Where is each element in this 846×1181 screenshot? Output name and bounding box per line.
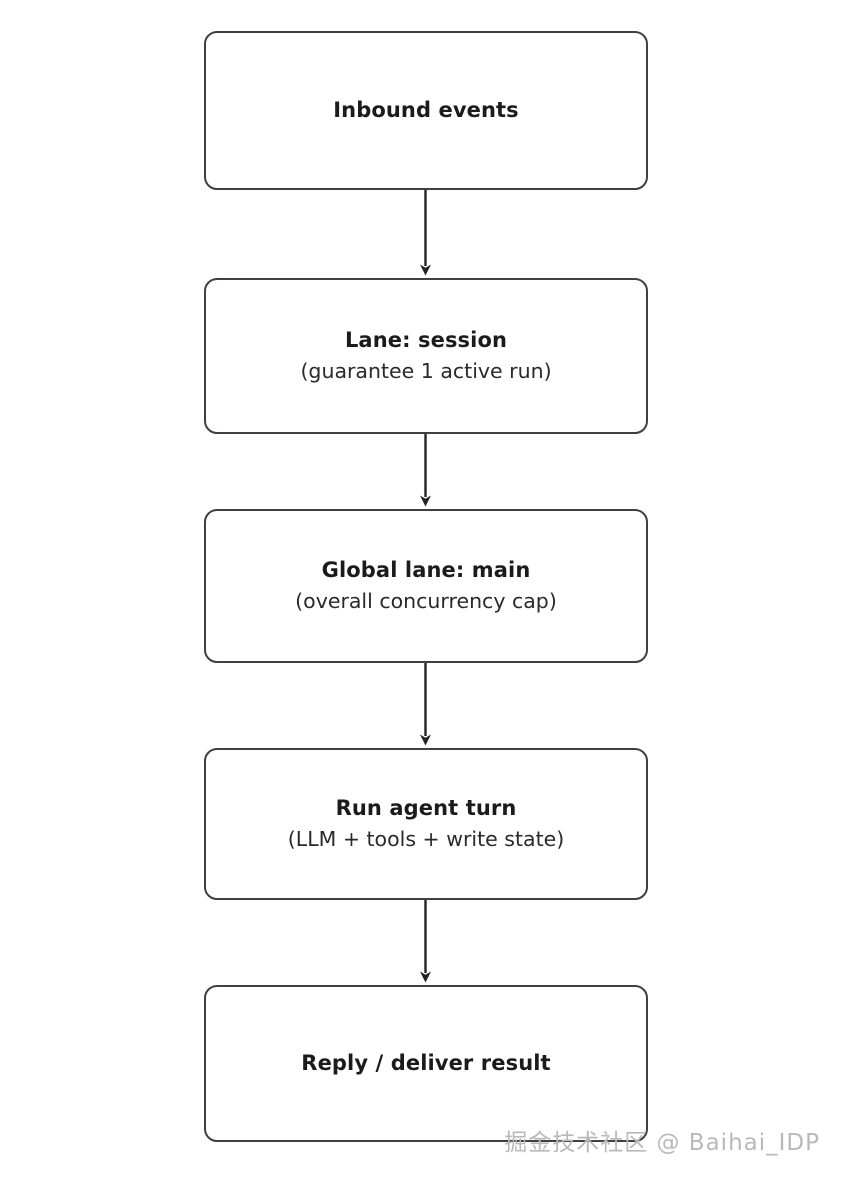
node-title: Reply / deliver result [301,1051,551,1076]
node-title: Lane: session [344,328,508,353]
node-reply-deliver-result[interactable]: Reply / deliver result [204,985,648,1142]
node-title: Inbound events [333,98,519,123]
node-global-lane-main[interactable]: Global lane: main (overall concurrency c… [204,509,648,663]
node-title: Global lane: main [321,558,531,583]
node-subtitle: (guarantee 1 active run) [300,358,552,383]
node-subtitle: (overall concurrency cap) [295,588,557,613]
node-lane-session[interactable]: Lane: session (guarantee 1 active run) [204,278,648,434]
node-run-agent-turn[interactable]: Run agent turn (LLM + tools + write stat… [204,748,648,900]
node-inbound-events[interactable]: Inbound events [204,31,648,190]
node-title: Run agent turn [335,796,517,821]
node-subtitle: (LLM + tools + write state) [287,826,565,851]
watermark-text: 掘金技术社区 @ Baihai_IDP [504,1130,820,1156]
